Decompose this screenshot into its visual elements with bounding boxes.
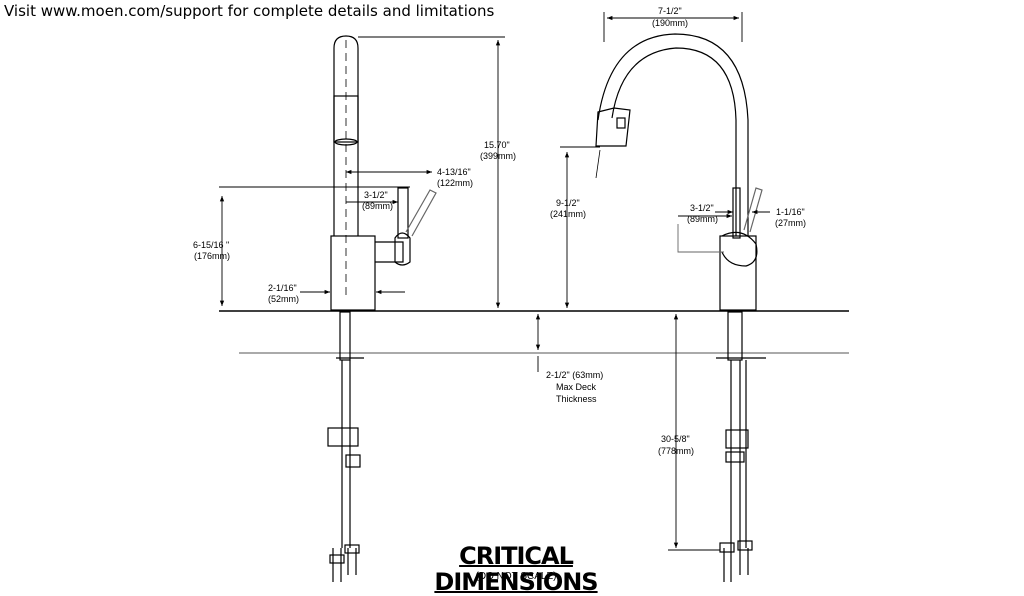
faucet-side-view — [327, 35, 437, 582]
right-dimension-lines — [535, 12, 770, 551]
label-overall-height: 15.70"(399mm) — [480, 140, 516, 161]
page-subtitle: (DO NOT SCALE) — [475, 571, 557, 582]
label-base-height: 6-15/16 "(176mm) — [193, 240, 230, 261]
countertop — [219, 310, 849, 354]
label-base-width: 2-1/16"(52mm) — [268, 283, 299, 304]
left-dimension-lines — [219, 36, 505, 308]
support-note: Visit www.moen.com/support for complete … — [4, 2, 495, 20]
label-handle-offset-left: 3-1/2"(89mm) — [362, 190, 393, 211]
label-spout-reach: 7-1/2"(190mm) — [652, 6, 688, 28]
label-handle-offset-right: 3-1/2"(89mm) — [687, 203, 718, 224]
label-supply-length: 30-5/8"(778mm) — [658, 434, 694, 456]
page-title: CRITICAL DIMENSIONS — [434, 542, 598, 596]
faucet-front-view — [595, 33, 766, 582]
label-spout-clearance: 9-1/2"(241mm) — [550, 198, 586, 219]
label-handle-reach: 4-13/16"(122mm) — [437, 167, 473, 188]
dimension-labels: 4-13/16"(122mm) 3-1/2"(89mm) 6-15/16 "(1… — [193, 6, 806, 456]
label-handle-width: 1-1/16"(27mm) — [775, 207, 806, 228]
